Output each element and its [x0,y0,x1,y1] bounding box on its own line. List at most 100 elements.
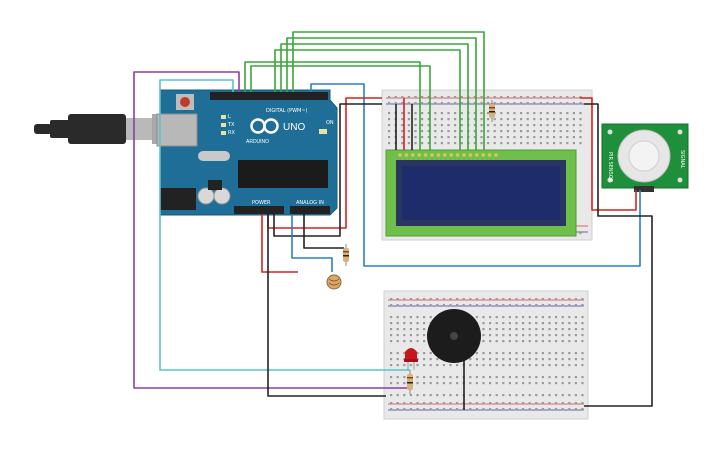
breadboard-hole [482,358,485,361]
breadboard-hole [528,394,531,397]
breadboard-hole [561,328,564,331]
breadboard-hole [480,96,483,99]
breadboard-hole [482,408,485,411]
wire-green[interactable] [292,31,485,150]
wire-green[interactable] [274,49,461,150]
breadboard-hole [522,352,525,355]
wire-green[interactable] [286,37,477,150]
resistor-ldr[interactable] [343,244,349,266]
breadboard-hole [421,118,424,121]
breadboard-hole [447,102,450,105]
wire-green[interactable] [280,43,469,150]
wire-red[interactable] [261,214,298,273]
breadboard-hole [436,358,439,361]
resistor-lcd[interactable] [489,100,495,122]
wire-green[interactable] [244,61,421,150]
breadboard-hole [475,402,478,405]
breadboard-hole [539,118,542,121]
breadboard-hole [403,322,406,325]
wire-black[interactable] [273,103,382,237]
breadboard-hole [475,364,478,367]
breadboard-hole [568,304,571,307]
breadboard-hole [502,352,505,355]
usb-cable[interactable] [34,114,172,144]
breadboard-hole [421,130,424,133]
piezo-buzzer[interactable] [427,309,481,363]
breadboard-hole [581,334,584,337]
breadboard-hole [535,298,538,301]
breadboard-hole [449,408,452,411]
breadboard-hole [390,304,393,307]
breadboard-hole [456,394,459,397]
led-red[interactable] [404,348,418,370]
breadboard-hole [416,408,419,411]
wires[interactable] [133,31,653,410]
breadboard-hole [572,142,575,145]
breadboard-hole [581,304,584,307]
breadboard-hole [429,382,432,385]
breadboard-hole [528,340,531,343]
wire-blue[interactable] [291,214,333,272]
breadboard-hole [568,376,571,379]
breadboard-hole [555,340,558,343]
breadboard-hole [442,364,445,367]
breadboard-hole [513,96,516,99]
breadboard-hole [515,334,518,337]
breadboard-hole [482,328,485,331]
breadboard-hole [442,402,445,405]
wire-purple[interactable] [133,71,410,389]
breadboard-hole [469,304,472,307]
breadboard-hole [559,136,562,139]
wire-cyan[interactable] [159,79,410,371]
arduino-brand-label: ARDUINO [246,139,269,145]
wire-red[interactable] [580,97,637,211]
breadboard-hole [535,316,538,319]
breadboard-hole [427,136,430,139]
breadboard-hole [520,96,523,99]
breadboard-hole [416,316,419,319]
breadboard-hole [572,118,575,121]
breadboard-hole [440,130,443,133]
crystal-oscillator [198,151,230,161]
breadboard-hole [495,364,498,367]
wire-black[interactable] [267,214,386,397]
breadboard-hole [427,96,430,99]
breadboard-hole [559,130,562,133]
breadboard-hole [515,382,518,385]
breadboard-hole [548,402,551,405]
breadboard-hole [427,112,430,115]
breadboard-hole [515,322,518,325]
lcd-16x2[interactable] [385,149,577,237]
breadboard-hole [506,112,509,115]
resistor-led[interactable] [407,370,413,394]
breadboard-hole [401,130,404,133]
breadboard-hole [401,96,404,99]
wire-black[interactable] [303,214,344,249]
breadboard-hole [489,382,492,385]
breadboard-hole [502,408,505,411]
breadboard-hole [423,402,426,405]
breadboard-hole [403,364,406,367]
arduino-uno-board[interactable]: UNO ARDUINO DIGITAL (PWM~) ANALOG IN POW… [156,89,338,216]
breadboard-hole [502,340,505,343]
dc-power-jack[interactable] [160,188,196,210]
breadboard-bottom[interactable] [383,290,589,420]
photoresistor-ldr[interactable] [326,274,342,290]
breadboard-hole [401,102,404,105]
breadboard-hole [469,358,472,361]
pir-sensor[interactable]: PIR SENSOR SIGNAL [601,123,689,192]
breadboard-hole [403,316,406,319]
breadboard-hole [489,364,492,367]
wire-blue[interactable] [310,83,641,267]
breadboard-hole [528,352,531,355]
usb-port[interactable] [156,113,198,147]
breadboard-hole [414,124,417,127]
breadboard-hole [535,358,538,361]
wire-black[interactable] [584,103,653,407]
breadboard-hole [535,328,538,331]
wire-green[interactable] [250,65,431,150]
breadboard-hole [421,102,424,105]
breadboard-hole [533,118,536,121]
breadboard-hole [429,298,432,301]
